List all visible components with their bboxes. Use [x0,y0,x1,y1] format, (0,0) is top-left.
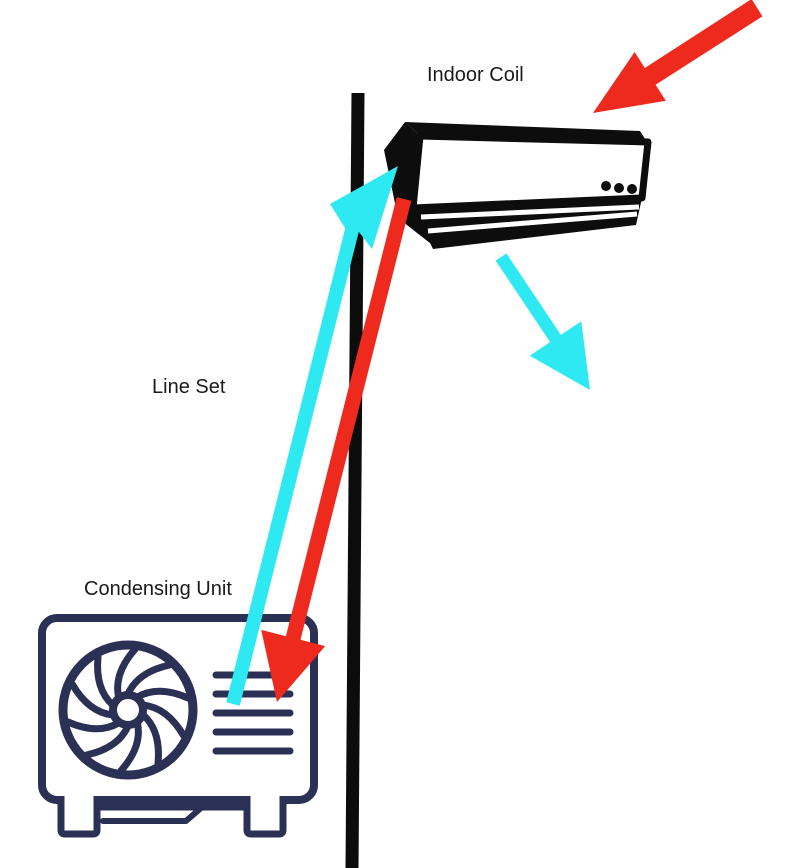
indoor-unit-icon [384,122,652,249]
condenser-fan-hub [109,691,147,729]
indoor-unit-indicator-dot [614,183,624,193]
indoor-unit-vent-slat [427,211,638,234]
line-set-label: Line Set [152,376,226,398]
indoor-unit-front-face [409,132,652,212]
cyan-arrow-outlet [495,253,590,390]
condensing-unit-label: Condensing Unit [84,578,232,600]
condenser-base-lip [100,805,204,824]
condenser-fan-blades [68,649,188,771]
red-arrow-line-set [261,197,412,702]
condenser-fan-ring [58,640,198,780]
cyan-arrow-line-set [226,166,398,706]
condenser-left-leg [57,796,101,838]
red-arrow-inlet [593,0,763,113]
indoor-coil-label: Indoor Coil [427,64,524,86]
condenser-right-leg [243,796,287,838]
indoor-unit-indicator-dot [627,184,637,194]
indoor-unit-indicator-dot [601,181,611,191]
indoor-unit-vent-slat [420,204,640,220]
